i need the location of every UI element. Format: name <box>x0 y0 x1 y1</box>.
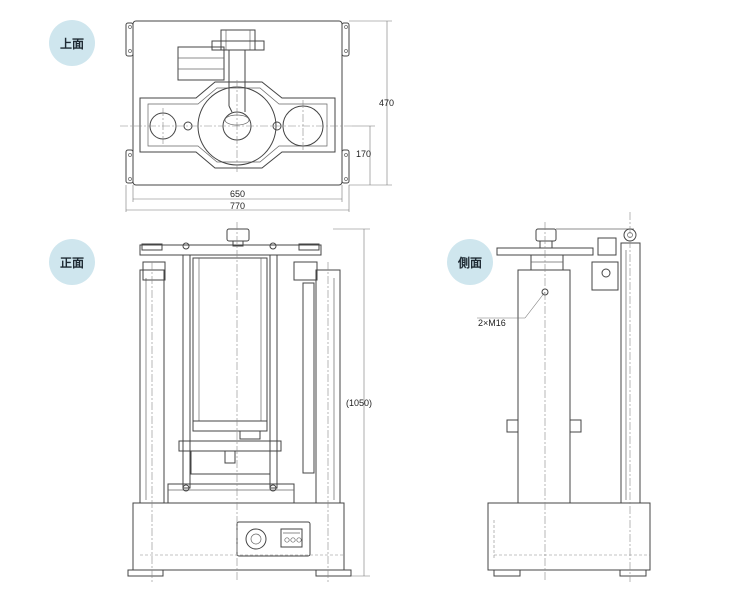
front-collar-right <box>293 261 318 281</box>
side-bracket <box>591 261 619 291</box>
top-handle-arm <box>228 50 246 113</box>
side-boss-right <box>569 419 582 433</box>
side-column-cap <box>530 254 564 271</box>
front-control-panel <box>236 521 311 557</box>
dim-front-height: (1050) <box>346 398 372 408</box>
front-foot-left <box>127 569 164 577</box>
top-motor-housing <box>177 46 225 81</box>
side-view-label: 側面 <box>457 255 482 270</box>
front-display <box>280 528 303 548</box>
side-foot-right <box>619 569 647 577</box>
top-view-label: 上面 <box>59 36 84 51</box>
front-view-badge: 正面 <box>49 239 95 285</box>
top-frame <box>132 20 343 186</box>
side-main-column <box>517 269 571 504</box>
side-base <box>487 502 651 571</box>
front-foot-right <box>315 569 352 577</box>
dim-top-height: 470 <box>379 98 394 108</box>
top-foot-tr <box>341 22 350 57</box>
side-view: 2×M16 <box>477 212 651 582</box>
top-bearing-plate <box>139 81 336 169</box>
front-top-plate <box>139 244 322 256</box>
front-top-knob <box>226 228 250 242</box>
front-rod-left <box>182 254 191 489</box>
side-view-badge: 側面 <box>447 239 493 285</box>
top-foot-tl <box>125 22 134 57</box>
top-handle-bar <box>211 40 265 51</box>
top-view: 470 170 650 770 <box>120 20 394 212</box>
top-view-badge: 上面 <box>49 20 95 66</box>
front-dial-icon <box>245 528 267 550</box>
front-upper-platen <box>192 420 268 432</box>
front-rod-right <box>269 254 278 489</box>
side-bracket-top <box>597 237 617 256</box>
front-gauge-tube <box>302 282 315 474</box>
side-hole-note: 2×M16 <box>478 318 506 328</box>
front-nut-left <box>141 243 163 251</box>
front-cross-head <box>178 440 282 452</box>
front-view: (1050) <box>127 222 372 582</box>
front-cylinder <box>192 257 268 423</box>
top-foot-bl <box>125 149 134 184</box>
front-view-label: 正面 <box>59 255 84 270</box>
dim-top-outer-width: 770 <box>230 201 245 211</box>
front-base <box>132 502 345 571</box>
front-bed <box>167 483 295 504</box>
side-foot-left <box>493 569 521 577</box>
side-top-knob <box>535 228 557 242</box>
side-boss-left <box>506 419 519 433</box>
dim-top-offset: 170 <box>356 149 371 159</box>
side-right-post <box>620 242 641 504</box>
front-center-pin <box>224 450 236 464</box>
front-collar-left <box>142 261 166 281</box>
top-foot-br <box>341 149 350 184</box>
dim-top-inner-width: 650 <box>230 189 245 199</box>
front-nut-right <box>298 243 320 251</box>
